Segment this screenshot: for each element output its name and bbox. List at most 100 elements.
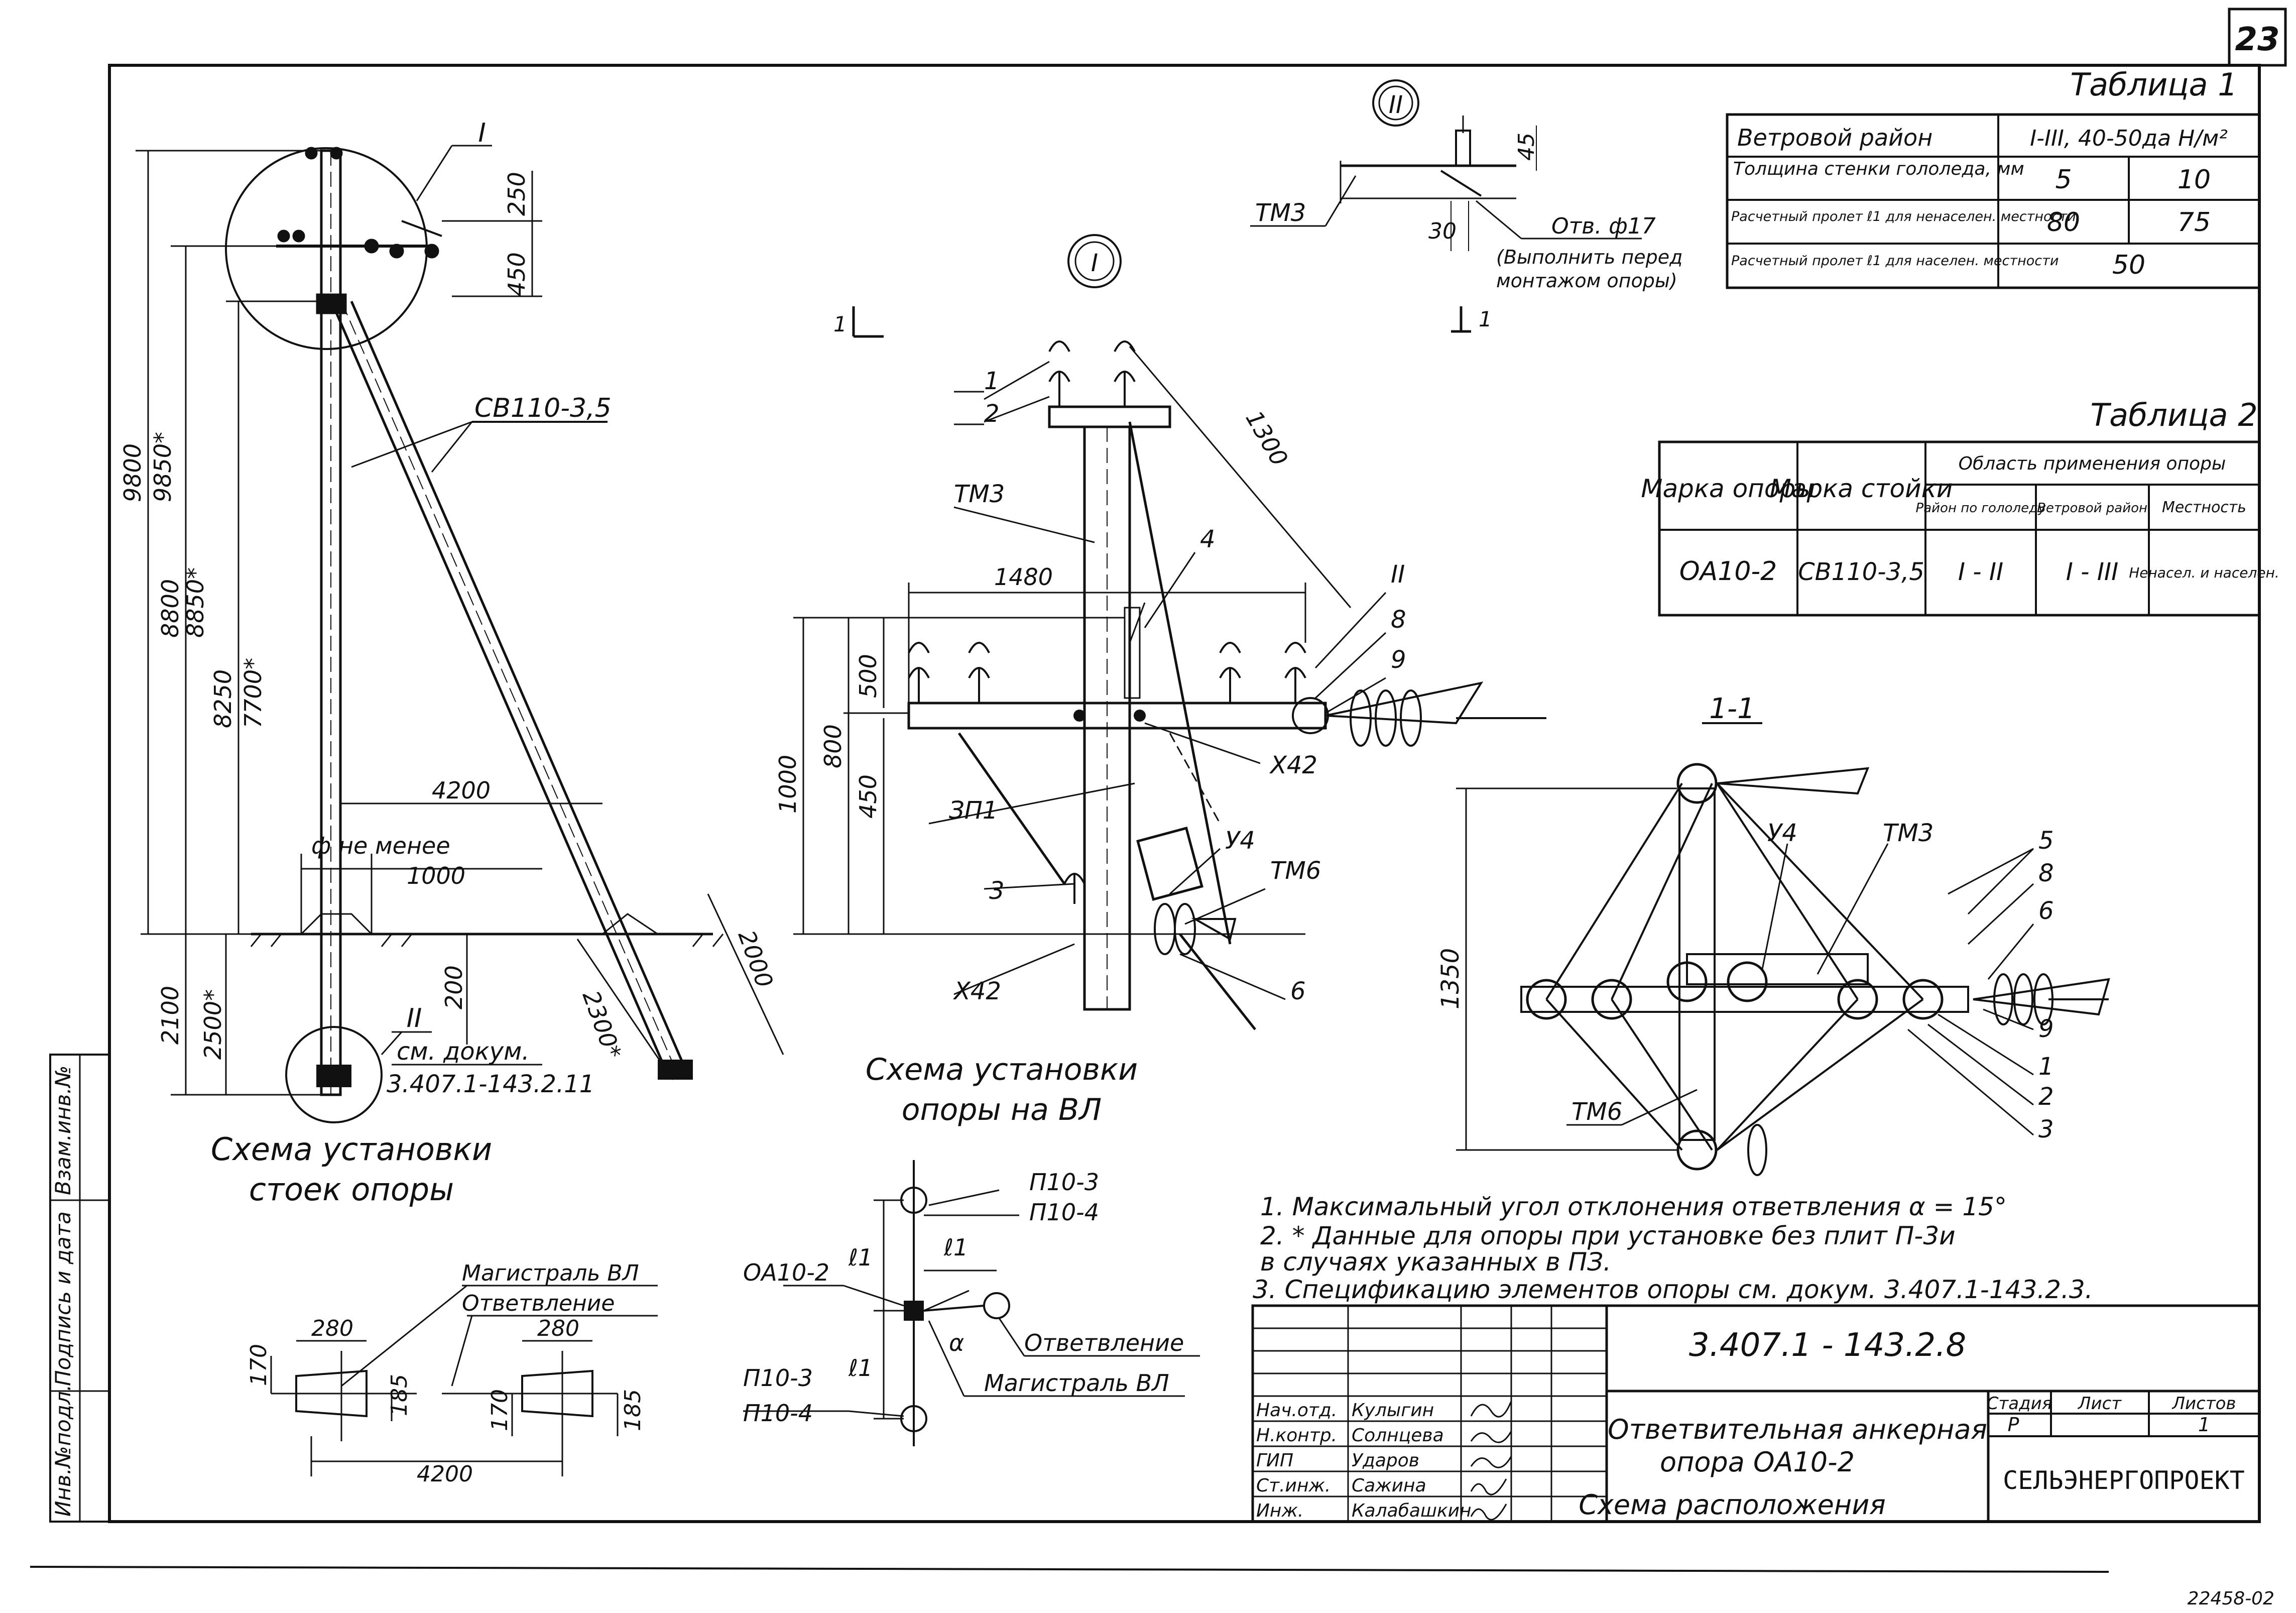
title-block: Нач.отд. Кулыгин Н.контр. Солнцева ГИП У…: [1251, 1304, 2261, 1523]
section-label-tm3: ТМ3: [1883, 819, 1934, 847]
footer-code: 22458-02: [2188, 1588, 2274, 1609]
left-dim-8250: 8250: [209, 669, 236, 728]
sheets-header: Листов: [2171, 1394, 2236, 1414]
staff-name-1: Солнцева: [1352, 1425, 1444, 1446]
center-label-6: 6: [1290, 977, 1306, 1005]
center-label-9: 9: [1391, 646, 1406, 674]
left-dim-9800: 9800: [119, 443, 146, 502]
sheet-frame: 23 Инв.№подл. Подпись и дата Взам.инв.№ …: [30, 8, 2287, 1609]
section-label-8: 8: [2038, 859, 2054, 887]
center-dim-1000: 1000: [774, 755, 801, 814]
section-label-1: 1: [2038, 1053, 2054, 1081]
plan-oa10-2: ОА10-2: [743, 1259, 829, 1286]
plates-dim-280-a: 280: [311, 1316, 353, 1341]
plan-l1-c: ℓ1: [848, 1354, 873, 1381]
side-stamp-inv: Инв.№подл.: [51, 1385, 75, 1517]
staff-name-4: Калабашкин: [1352, 1501, 1472, 1521]
t2-val-ice: I - II: [1958, 558, 2003, 586]
center-label-3: 3: [989, 877, 1005, 905]
left-callout-ii: II: [407, 1003, 422, 1033]
left-dim-8800: 8800: [157, 579, 184, 638]
left-caption-1: Схема установки: [211, 1131, 492, 1168]
table-2: Таблица 2 Марка опоры Марка стойки Облас…: [1641, 397, 2279, 617]
t2-val-mark-support: ОА10-2: [1679, 556, 1777, 587]
left-ref-label: см. докум.: [397, 1038, 530, 1066]
t1-row2-label: Расчетный пролет ℓ1 для ненаселен. местн…: [1731, 209, 2076, 224]
title-line-2: опора ОА10-2: [1660, 1446, 1855, 1478]
plan-scheme: П10-3 П10-4 ОА10-2 ℓ1 ℓ1 ℓ1 α П10-3 П10-…: [743, 1160, 1200, 1446]
sheet-number: 23: [2235, 21, 2279, 58]
t2-val-wind: I - III: [2066, 558, 2118, 586]
t2-h-mark-rack: Марка стойки: [1770, 474, 1953, 503]
staff-role-4: Инж.: [1256, 1501, 1303, 1521]
t1-row2-val1: 75: [2178, 207, 2211, 238]
t1-row3-val: 50: [2112, 250, 2145, 280]
signature-marks: [1470, 1401, 1512, 1521]
left-dim-450: 450: [503, 252, 530, 296]
detail-ii-callout: II: [1389, 91, 1403, 119]
stage-value: Р: [2008, 1414, 2019, 1436]
section-label-u4: У4: [1767, 819, 1797, 847]
t1-row1-val0: 5: [2055, 165, 2072, 195]
t2-h-mark-support: Марка опоры: [1641, 474, 1815, 503]
left-dim-4200: 4200: [432, 777, 491, 804]
left-dim-2100: 2100: [157, 986, 184, 1045]
left-dim-250: 250: [503, 172, 530, 216]
center-section: 1: [833, 312, 847, 336]
plates-dim-185-b: 185: [620, 1389, 646, 1431]
notes: 1. Максимальный угол отклонения ответвле…: [1253, 1192, 2093, 1304]
staff-role-0: Нач.отд.: [1256, 1400, 1337, 1421]
t1-row1-label: Толщина стенки гололеда, мм: [1733, 159, 2024, 179]
side-stamp-replace: Взам.инв.№: [51, 1066, 75, 1195]
staff-role-2: ГИП: [1256, 1450, 1293, 1471]
table-1: Таблица 1 Ветровой район I-III, 40-50да …: [1726, 66, 2261, 289]
section-label-9: 9: [2038, 1015, 2054, 1043]
t2-h-ice: Район по гололеду: [1916, 501, 2046, 516]
left-dim-7700: 7700*: [239, 658, 267, 728]
plates-dim-170-a: 170: [246, 1344, 272, 1386]
staff-name-3: Сажина: [1352, 1475, 1426, 1496]
org-name: СЕЛЬЭНЕРГОПРОЕКТ: [2003, 1466, 2245, 1495]
center-dim-1300: 1300: [1240, 406, 1293, 471]
center-dim-800: 800: [819, 724, 847, 768]
plates-mainline: Магистраль ВЛ: [462, 1260, 639, 1286]
left-ref-doc: 3.407.1-143.2.11: [387, 1070, 594, 1098]
section-dim-1350: 1350: [1436, 948, 1465, 1009]
center-label-8: 8: [1391, 606, 1406, 634]
section-1-1: 1-1: [1436, 693, 2110, 1176]
title-line-1: Ответвительная анкерная: [1608, 1414, 1987, 1445]
plates-dim-185-a: 185: [387, 1374, 412, 1416]
title-line-3: Схема расположения: [1579, 1489, 1886, 1521]
t2-h-scope: Область применения опоры: [1959, 453, 2226, 474]
plan-l1-a: ℓ1: [848, 1244, 873, 1271]
center-caption-2: опоры на ВЛ: [902, 1092, 1102, 1127]
staff-name-2: Ударов: [1352, 1450, 1419, 1471]
detail-ii-dim-45: 45: [1514, 133, 1539, 161]
left-dim-9850: 9850*: [149, 432, 176, 502]
note-2: 2. * Данные для опоры при установке без …: [1260, 1221, 1956, 1250]
view-support-on-line: I 1: [774, 234, 1546, 1127]
note-1: 1. Максимальный угол отклонения ответвле…: [1260, 1192, 2007, 1221]
plan-p10-4-top: П10-4: [1029, 1199, 1099, 1226]
center-label-u4: У4: [1225, 827, 1255, 855]
left-phi-label: ф не менее: [311, 832, 450, 859]
plan-l1-b: ℓ1: [943, 1234, 968, 1261]
plan-p10-3-bottom: П10-3: [743, 1364, 813, 1392]
detail-ii-hole: Отв. ф17: [1551, 213, 1656, 239]
sheet-header: Лист: [2077, 1394, 2122, 1414]
plan-p10-4-bottom: П10-4: [743, 1400, 813, 1427]
detail-ii: II ТМ3 30 45 Отв. ф17 (Выполнить перед м…: [1250, 79, 1682, 333]
center-dim-1480: 1480: [994, 563, 1053, 591]
section-label-6: 6: [2038, 897, 2054, 925]
section-label-3: 3: [2038, 1115, 2054, 1143]
t1-row1-val1: 10: [2178, 165, 2211, 195]
plan-p10-3-top: П10-3: [1029, 1169, 1099, 1196]
section-label-tm6: ТМ6: [1572, 1098, 1622, 1126]
view-rack-installation: I СВ110-3,5: [119, 118, 784, 1208]
center-dim-500: 500: [855, 654, 882, 698]
detail-ii-section: 1: [1479, 307, 1492, 331]
plates-dim-170-b: 170: [487, 1389, 513, 1431]
left-caption-2: стоек опоры: [249, 1171, 454, 1208]
plan-branch-label: Ответвление: [1024, 1329, 1184, 1356]
left-callout-i: I: [478, 118, 486, 148]
